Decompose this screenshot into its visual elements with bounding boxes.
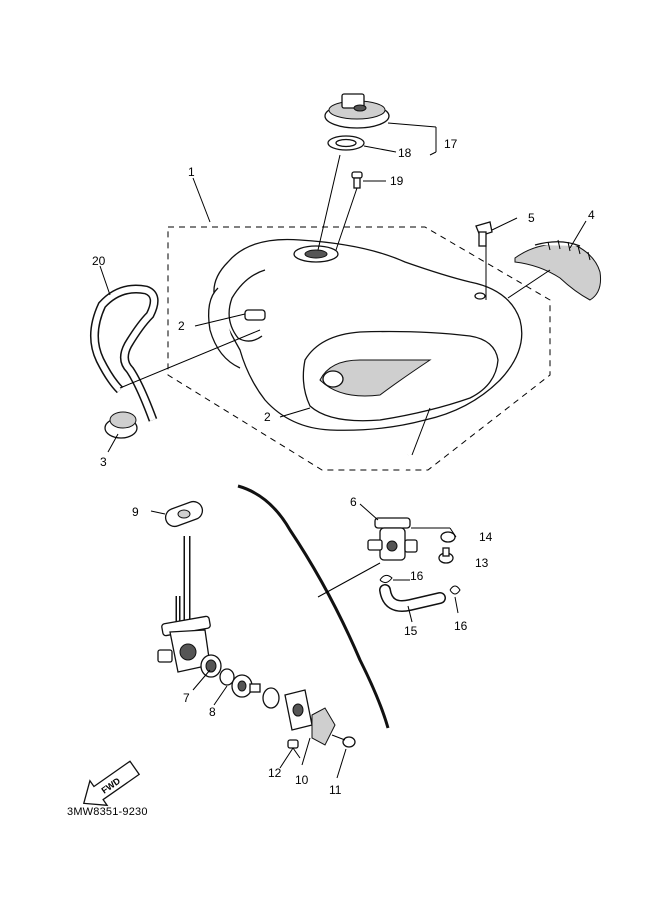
fuel-cock-gasket — [200, 654, 222, 678]
callout-20: 20 — [92, 254, 106, 268]
rubber-mount — [514, 239, 601, 301]
callout-2-lower: 2 — [264, 410, 271, 424]
fuel-cock-assembly — [367, 454, 418, 561]
callout-1: 1 — [188, 165, 195, 179]
callout-7: 7 — [183, 691, 190, 705]
callout-19: 19 — [390, 174, 404, 188]
forward-arrow-icon: FWD — [82, 760, 141, 807]
diagram-code: 3MW8351-9230 — [67, 806, 148, 818]
lever-plate — [284, 689, 313, 731]
lever-washer — [262, 687, 280, 709]
tank-bolt — [475, 221, 493, 247]
callout-3: 3 — [100, 455, 107, 469]
plate-screw — [331, 734, 356, 748]
lever-screw — [287, 739, 301, 759]
callout-17: 17 — [444, 137, 458, 151]
tank-emblem — [322, 370, 344, 388]
callout-18: 18 — [398, 146, 412, 160]
fuel-tank — [207, 238, 523, 431]
callout-6: 6 — [350, 495, 357, 509]
callout-4: 4 — [588, 208, 595, 222]
callout-16-lower: 16 — [454, 619, 468, 633]
o-ring — [219, 668, 235, 686]
fuel-label — [164, 500, 204, 528]
callout-15: 15 — [404, 624, 418, 638]
callout-12: 12 — [268, 766, 282, 780]
callout-9: 9 — [132, 505, 139, 519]
location-curve — [237, 484, 390, 729]
callout-16-upper: 16 — [410, 569, 424, 583]
fuel-cock-lever-core — [231, 674, 261, 698]
callout-13: 13 — [475, 556, 489, 570]
tank-assembly-boundary — [167, 226, 551, 471]
callout-2-upper: 2 — [178, 319, 185, 333]
fuel-cock-lever — [311, 707, 336, 746]
leader-lines — [99, 122, 587, 779]
cap-screw — [351, 171, 363, 189]
fuel-cap — [324, 93, 390, 129]
fuel-cock-exploded — [157, 536, 211, 673]
fuel-cock-screw — [438, 547, 454, 564]
fuel-cock-washer — [440, 531, 456, 543]
callout-labels: 1 2 2 3 4 5 6 7 8 9 10 11 12 13 14 15 16… — [92, 137, 595, 797]
callout-10: 10 — [295, 773, 309, 787]
hose-clip-lower — [449, 585, 461, 595]
callout-8: 8 — [209, 705, 216, 719]
hose-clip-upper — [379, 574, 393, 584]
callout-14: 14 — [479, 530, 493, 544]
callout-11: 11 — [329, 783, 342, 797]
drain-knob — [104, 411, 138, 439]
callout-5: 5 — [528, 211, 535, 225]
